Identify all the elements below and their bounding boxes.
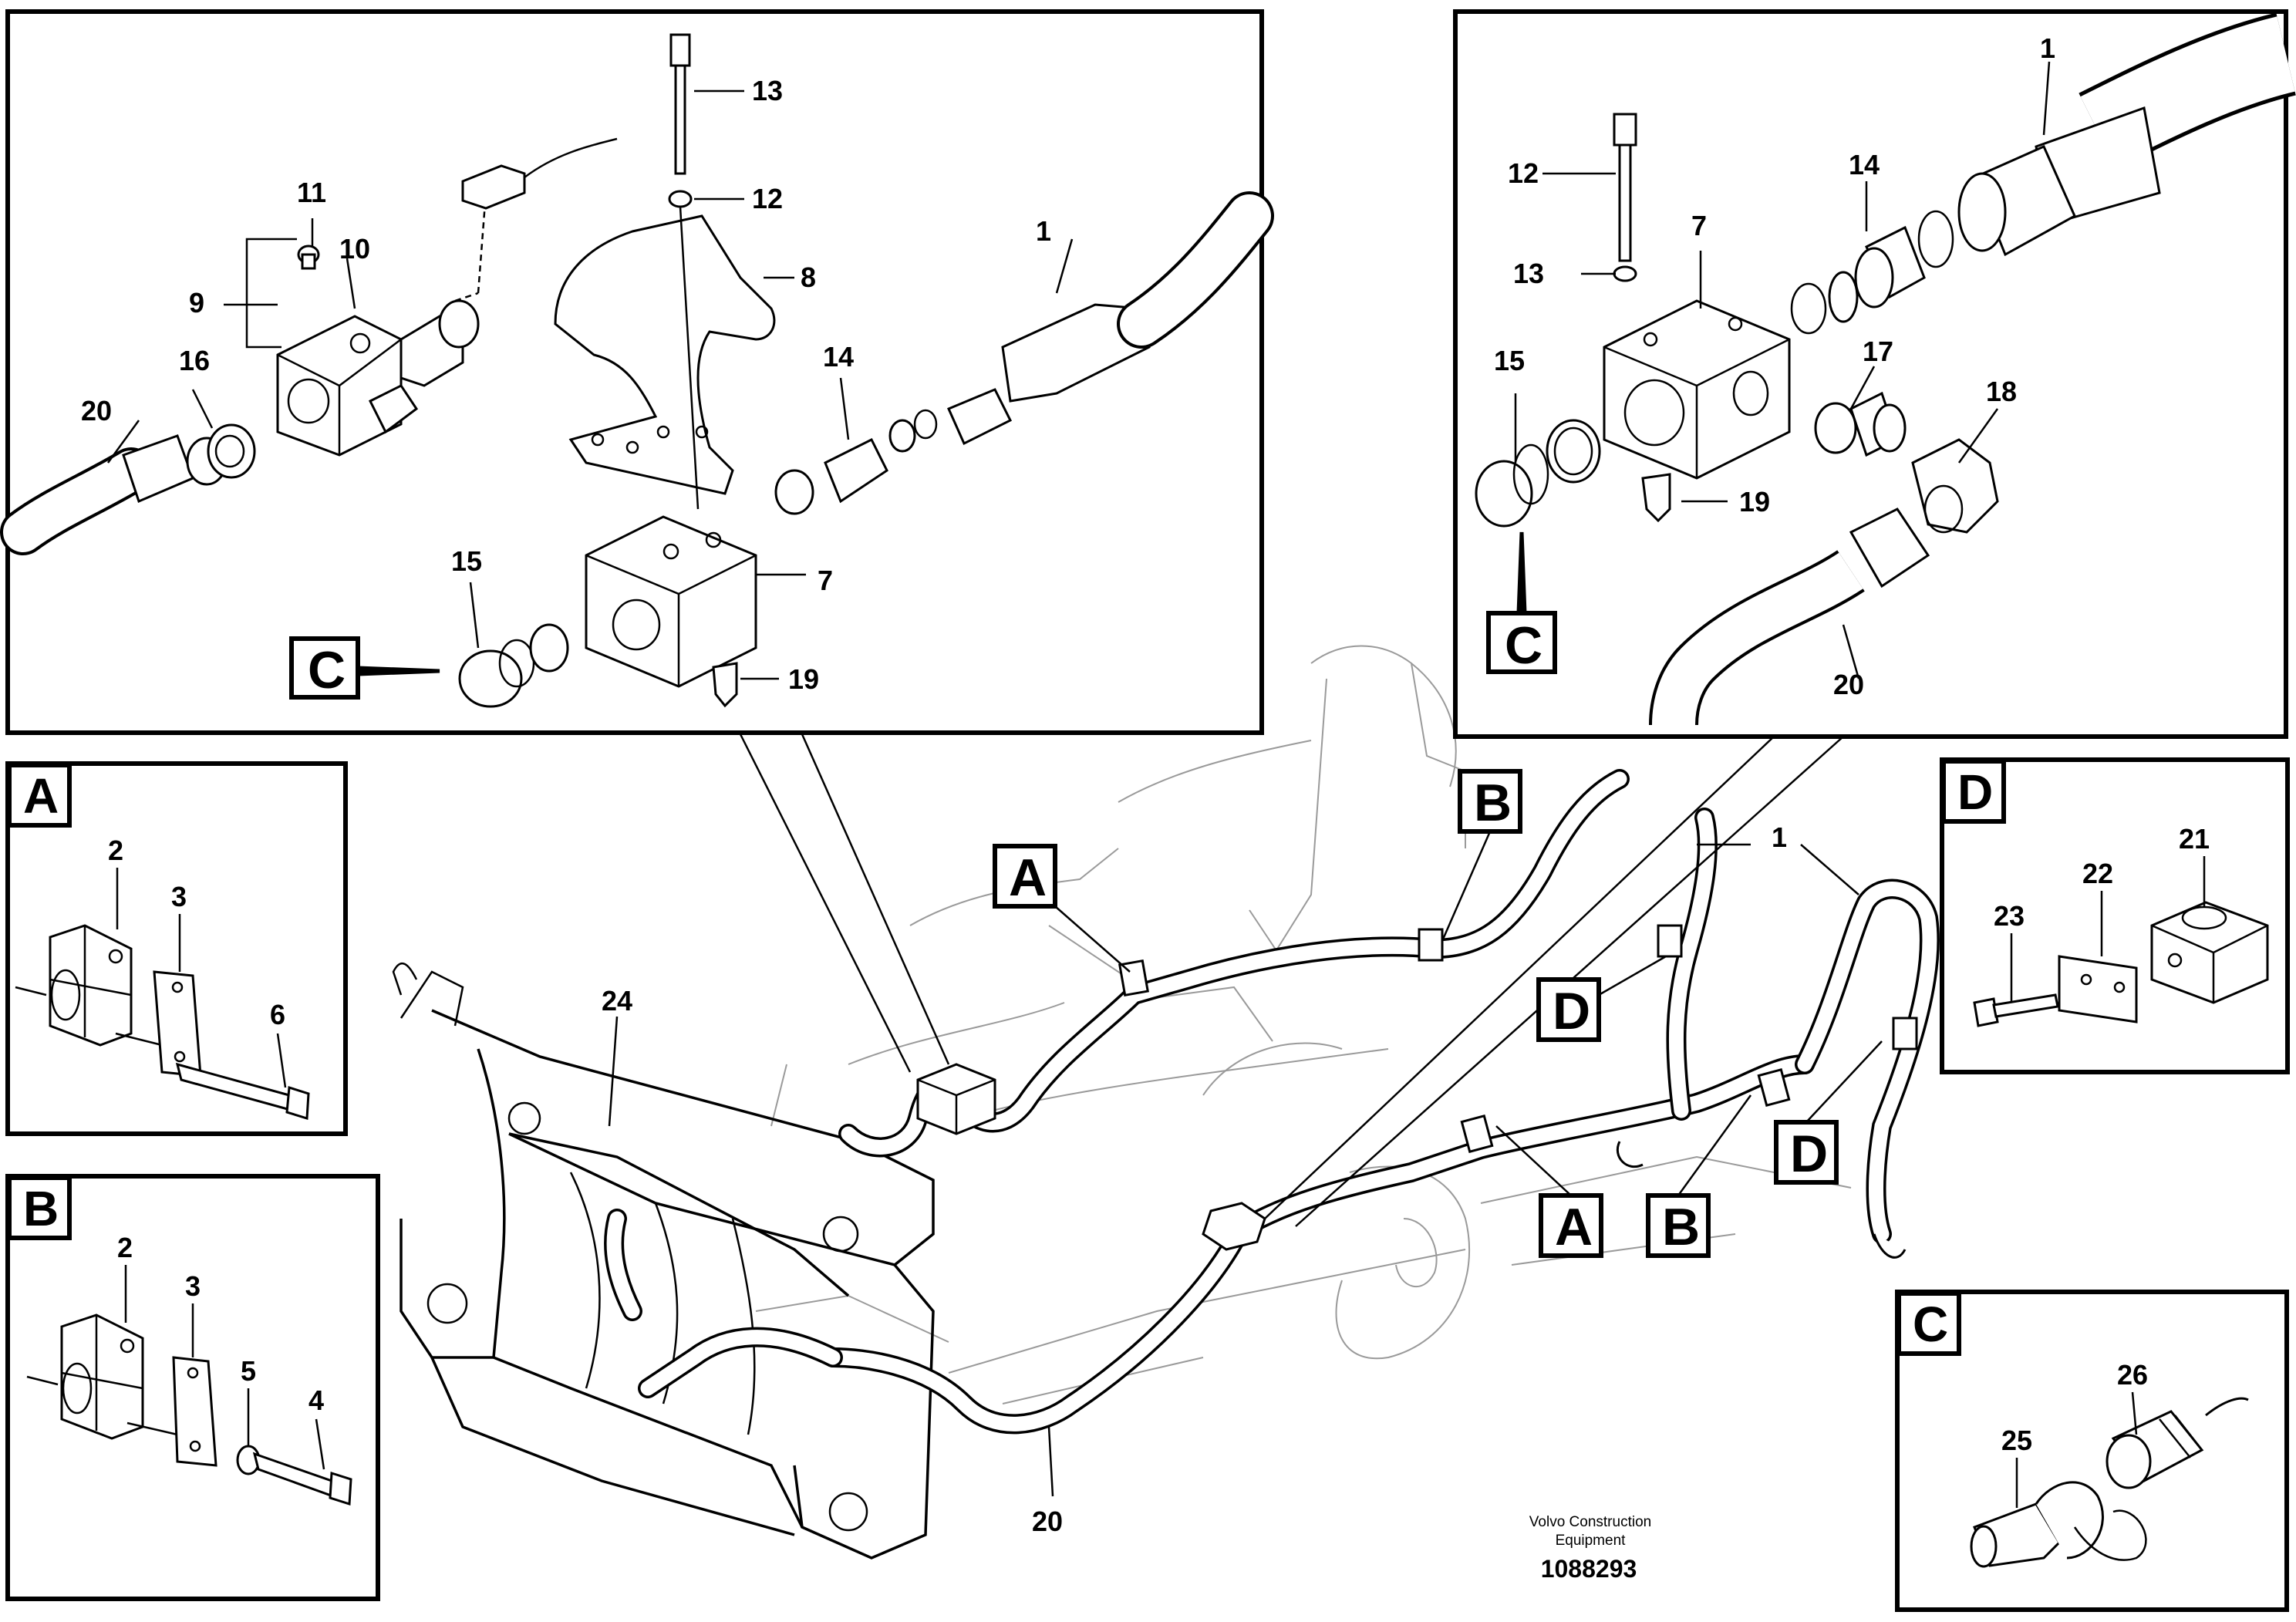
callout-19: 19 — [788, 663, 819, 695]
callout-r1: 1 — [2040, 32, 2055, 64]
callout-8: 8 — [801, 261, 816, 293]
callout-d21: 21 — [2179, 823, 2210, 855]
main-leaders — [608, 843, 1859, 1497]
callout-7: 7 — [818, 565, 833, 596]
callout-m1: 1 — [1772, 821, 1787, 853]
label-a-main-1: A — [1009, 848, 1047, 907]
drawing-number: 1088293 — [1541, 1555, 1637, 1583]
callout-b5: 5 — [241, 1355, 256, 1387]
detail-panel-c — [1895, 1290, 2289, 1612]
hose-clamps — [1118, 924, 1918, 1154]
detail-panel-b — [5, 1174, 380, 1601]
callout-r15: 15 — [1494, 345, 1525, 376]
callout-1: 1 — [1036, 215, 1051, 247]
publisher-caption: Volvo Construction Equipment 1088293 — [1529, 1514, 1651, 1583]
panel-label-c: C — [1913, 1297, 1948, 1352]
machine-frame-ghost — [755, 645, 1852, 1404]
view-letters: C C A B D A B D A B D C — [23, 616, 1993, 1352]
callout-b4: 4 — [308, 1384, 324, 1416]
front-frame-24 — [392, 962, 935, 1560]
callout-r12: 12 — [1508, 157, 1539, 189]
main-valve-block — [916, 1063, 1907, 1259]
main-label-boxes — [993, 769, 1883, 1258]
panel-label-a: A — [23, 768, 59, 824]
label-d-main-2: D — [1790, 1125, 1828, 1183]
callout-r17: 17 — [1863, 336, 1893, 367]
panel-label-b: B — [23, 1181, 59, 1236]
detail-panel-d — [1940, 757, 2290, 1074]
callout-a3: 3 — [171, 881, 187, 912]
detail-panel-a — [5, 761, 348, 1136]
callout-d23: 23 — [1994, 900, 2025, 932]
callout-r14: 14 — [1849, 149, 1880, 180]
caption-line-1: Volvo Construction — [1529, 1514, 1651, 1530]
callout-m24: 24 — [602, 985, 632, 1017]
callout-b2: 2 — [117, 1232, 133, 1263]
panel-label-d: D — [1957, 764, 1993, 820]
callout-k26: 26 — [2117, 1359, 2148, 1391]
callout-12: 12 — [752, 183, 783, 214]
callout-a6: 6 — [270, 999, 285, 1030]
callout-a2: 2 — [108, 835, 123, 866]
callout-r19: 19 — [1739, 486, 1770, 518]
callout-20: 20 — [81, 395, 112, 427]
label-b-main-2: B — [1662, 1198, 1700, 1256]
label-b-main-1: B — [1474, 774, 1512, 832]
detail-panel-top-right — [1264, 9, 2296, 1227]
detail-panel-top-left — [0, 9, 1274, 1073]
callout-r18: 18 — [1986, 376, 2017, 407]
callout-r13: 13 — [1513, 258, 1544, 289]
label-a-main-2: A — [1555, 1198, 1593, 1256]
callout-m20: 20 — [1032, 1506, 1063, 1537]
callout-10: 10 — [339, 233, 370, 265]
callout-k25: 25 — [2001, 1425, 2032, 1456]
callout-14: 14 — [823, 341, 854, 373]
label-c-top-left: C — [308, 641, 346, 700]
callout-numbers: 1 7 8 9 10 11 12 13 14 15 16 19 20 1 7 1… — [81, 32, 2210, 1537]
callout-15: 15 — [451, 545, 482, 577]
callout-r20: 20 — [1833, 669, 1864, 700]
callout-11: 11 — [297, 177, 326, 208]
callout-r7: 7 — [1691, 210, 1707, 241]
label-c-top-right: C — [1505, 616, 1542, 675]
label-d-main-1: D — [1553, 982, 1590, 1040]
callout-d22: 22 — [2082, 858, 2113, 889]
callout-9: 9 — [189, 287, 204, 319]
caption-line-2: Equipment — [1556, 1533, 1627, 1549]
callout-b3: 3 — [185, 1270, 201, 1302]
callout-13: 13 — [752, 75, 783, 106]
callout-16: 16 — [179, 345, 210, 376]
